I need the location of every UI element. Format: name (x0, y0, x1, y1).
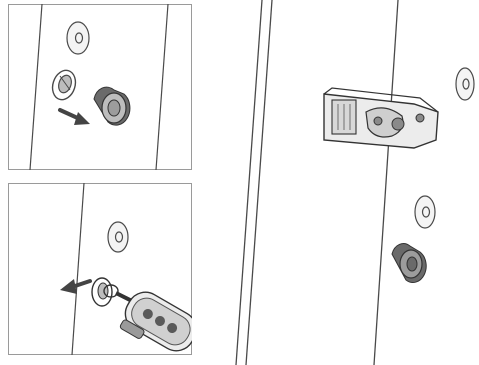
main-view-door-striker (228, 0, 479, 365)
reference-hole-icon (108, 222, 128, 252)
door-edge-lines (236, 0, 398, 365)
plug-cap-icon (92, 278, 112, 306)
door-striker-icon (324, 88, 438, 148)
reference-hole-icon (415, 196, 435, 228)
reference-hole-icon (456, 68, 474, 100)
inset-panel-pry-with-key (8, 183, 192, 355)
inset-panel-remove-cap (8, 4, 192, 170)
reference-hole-icon (67, 22, 89, 54)
plug-cap-icon (392, 244, 426, 283)
